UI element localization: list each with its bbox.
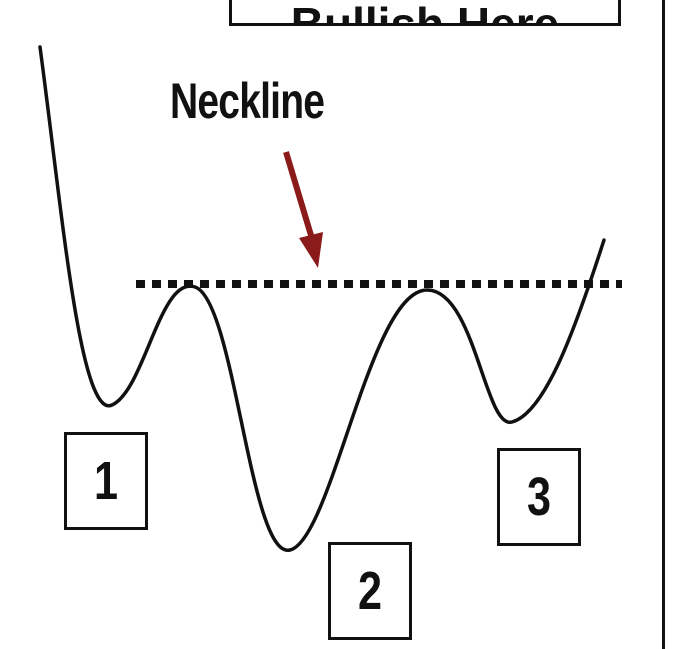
- head-number: 2: [357, 561, 383, 621]
- right-border-line: [662, 0, 665, 649]
- right-shoulder-marker: 3: [497, 448, 581, 546]
- price-curve: [38, 45, 606, 552]
- left-shoulder-number: 1: [93, 451, 119, 511]
- neckline-label: Neckline: [170, 73, 325, 129]
- head-marker: 2: [328, 542, 412, 640]
- top-caption-box: Bullish Here: [229, 0, 621, 26]
- top-caption-text: Bullish Here: [290, 0, 560, 26]
- neckline-arrow-shaft: [283, 151, 316, 243]
- neckline-arrow-head: [299, 232, 323, 268]
- left-shoulder-marker: 1: [64, 432, 148, 530]
- right-shoulder-number: 3: [526, 467, 552, 527]
